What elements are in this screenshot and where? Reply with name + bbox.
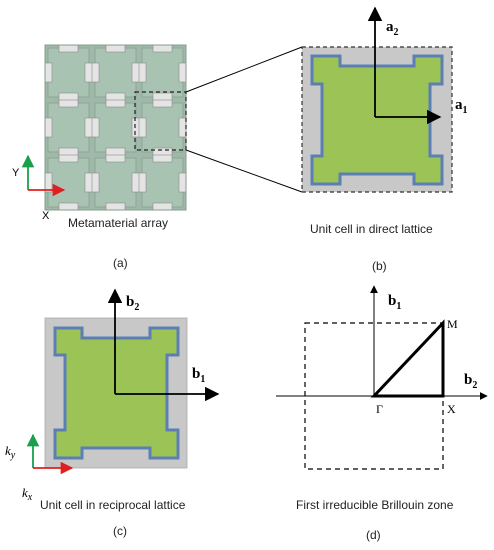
- panel-c: b2 b1 ky kx Unit cell in reciprocal latt…: [5, 288, 220, 538]
- axis-x-label: X: [42, 210, 50, 222]
- axis-y-label: Y: [12, 167, 20, 179]
- vector-a2-label: a2: [386, 19, 399, 38]
- panel-d: b1 b2 Γ X M First irreducible Brillouin …: [276, 285, 488, 542]
- vector-b2-d-label: b2: [464, 372, 477, 391]
- caption-a: Metamaterial array: [68, 216, 168, 230]
- reciprocal-cell-shape: [53, 326, 180, 460]
- irreducible-zone-triangle: [370, 319, 445, 398]
- vector-b2-label: b2: [126, 294, 139, 313]
- panel-label-a: (a): [113, 256, 128, 270]
- axis-kx-label: kx: [22, 485, 33, 503]
- caption-b: Unit cell in direct lattice: [310, 222, 433, 236]
- panel-label-c: (c): [113, 524, 127, 538]
- panel-label-b: (b): [372, 259, 387, 273]
- zoom-line-top: [185, 46, 303, 93]
- metamaterial-array: [44, 44, 187, 211]
- caption-d: First irreducible Brillouin zone: [296, 498, 454, 512]
- zoom-line-bottom: [185, 149, 303, 193]
- point-x-label: X: [447, 402, 456, 416]
- unit-cell-shape: [310, 54, 444, 186]
- point-m-label: M: [447, 317, 458, 331]
- panel-label-d: (d): [366, 528, 381, 542]
- axis-ky-label: ky: [5, 443, 16, 461]
- vector-b1-label: b1: [192, 366, 205, 385]
- selected-cell-highlight: [134, 91, 187, 151]
- vector-b1-d-label: b1: [388, 293, 401, 312]
- vector-a1-label: a1: [455, 97, 468, 116]
- panel-a: Y X Metamaterial array (a): [12, 44, 303, 270]
- caption-c: Unit cell in reciprocal lattice: [40, 498, 186, 512]
- panel-b: a2 a1 Unit cell in direct lattice (b): [301, 6, 468, 273]
- point-gamma-label: Γ: [376, 402, 383, 416]
